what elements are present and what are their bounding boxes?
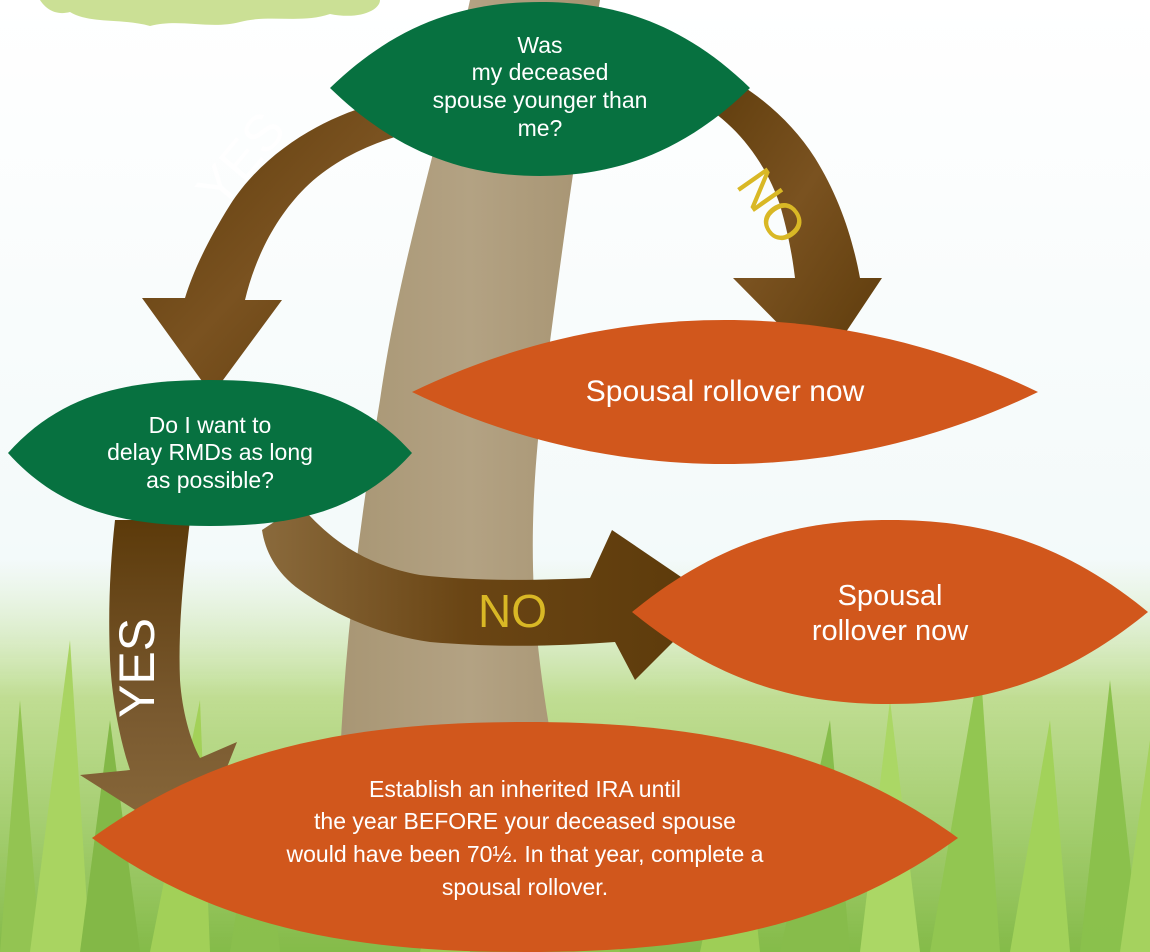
arrow-q1-no bbox=[690, 72, 882, 368]
outcome-node-2-label: Spousal rollover now bbox=[811, 580, 969, 647]
edge-label-q2-yes: YES bbox=[109, 617, 165, 718]
outcome-node-1-label: Spousal rollover now bbox=[585, 375, 865, 408]
arrow-q2-no bbox=[262, 505, 715, 680]
question-node-2 bbox=[8, 380, 412, 526]
arrow-q1-yes bbox=[142, 100, 414, 395]
arrow-q2-yes bbox=[80, 520, 237, 848]
edge-label-q2-no: NO bbox=[478, 585, 547, 637]
foliage bbox=[40, 0, 380, 26]
outcome-node-3-label: Establish an inherited IRA until the yea… bbox=[286, 775, 764, 900]
outcome-node-2 bbox=[632, 520, 1148, 704]
question-node-1 bbox=[330, 2, 750, 176]
outcome-node-3 bbox=[92, 722, 958, 952]
outcome-node-1 bbox=[412, 320, 1038, 464]
question-node-1-label: Was my deceased spouse younger than me? bbox=[432, 31, 648, 141]
question-node-2-label: Do I want to delay RMDs as long as possi… bbox=[107, 411, 313, 493]
